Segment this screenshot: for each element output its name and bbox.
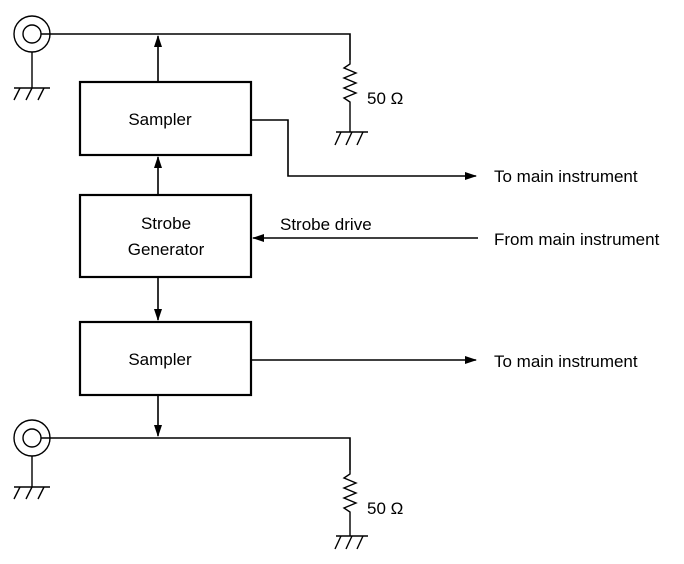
strobe-generator-block [78, 193, 253, 279]
bottom-connector-ground-icon [13, 456, 50, 500]
bottom-signal-line [41, 437, 351, 470]
top-sampler-label: Sampler [128, 110, 192, 129]
bottom-sampler-block [78, 320, 253, 397]
bottom-sampler-label: Sampler [128, 350, 192, 369]
strobe-generator-label-line2: Generator [128, 240, 205, 259]
bottom-resistor-icon [342, 470, 358, 536]
top-signal-line [41, 33, 351, 60]
top-output-label: To main instrument [494, 167, 638, 186]
top-sampler-output-line [251, 119, 477, 180]
top-resistor-ground-icon [334, 131, 368, 146]
bottom-output-label: To main instrument [494, 352, 638, 371]
strobe-generator-label-line1: Strobe [141, 214, 191, 233]
from-main-label: From main instrument [494, 230, 660, 249]
top-connector-ground-icon [13, 52, 50, 101]
top-sampler-block [78, 80, 253, 157]
strobe-drive-label: Strobe drive [280, 215, 372, 234]
bottom-resistor-ground-icon [334, 535, 368, 550]
top-resistor-icon [342, 60, 358, 132]
bottom-resistor-label: 50 Ω [367, 499, 403, 518]
top-resistor-label: 50 Ω [367, 89, 403, 108]
